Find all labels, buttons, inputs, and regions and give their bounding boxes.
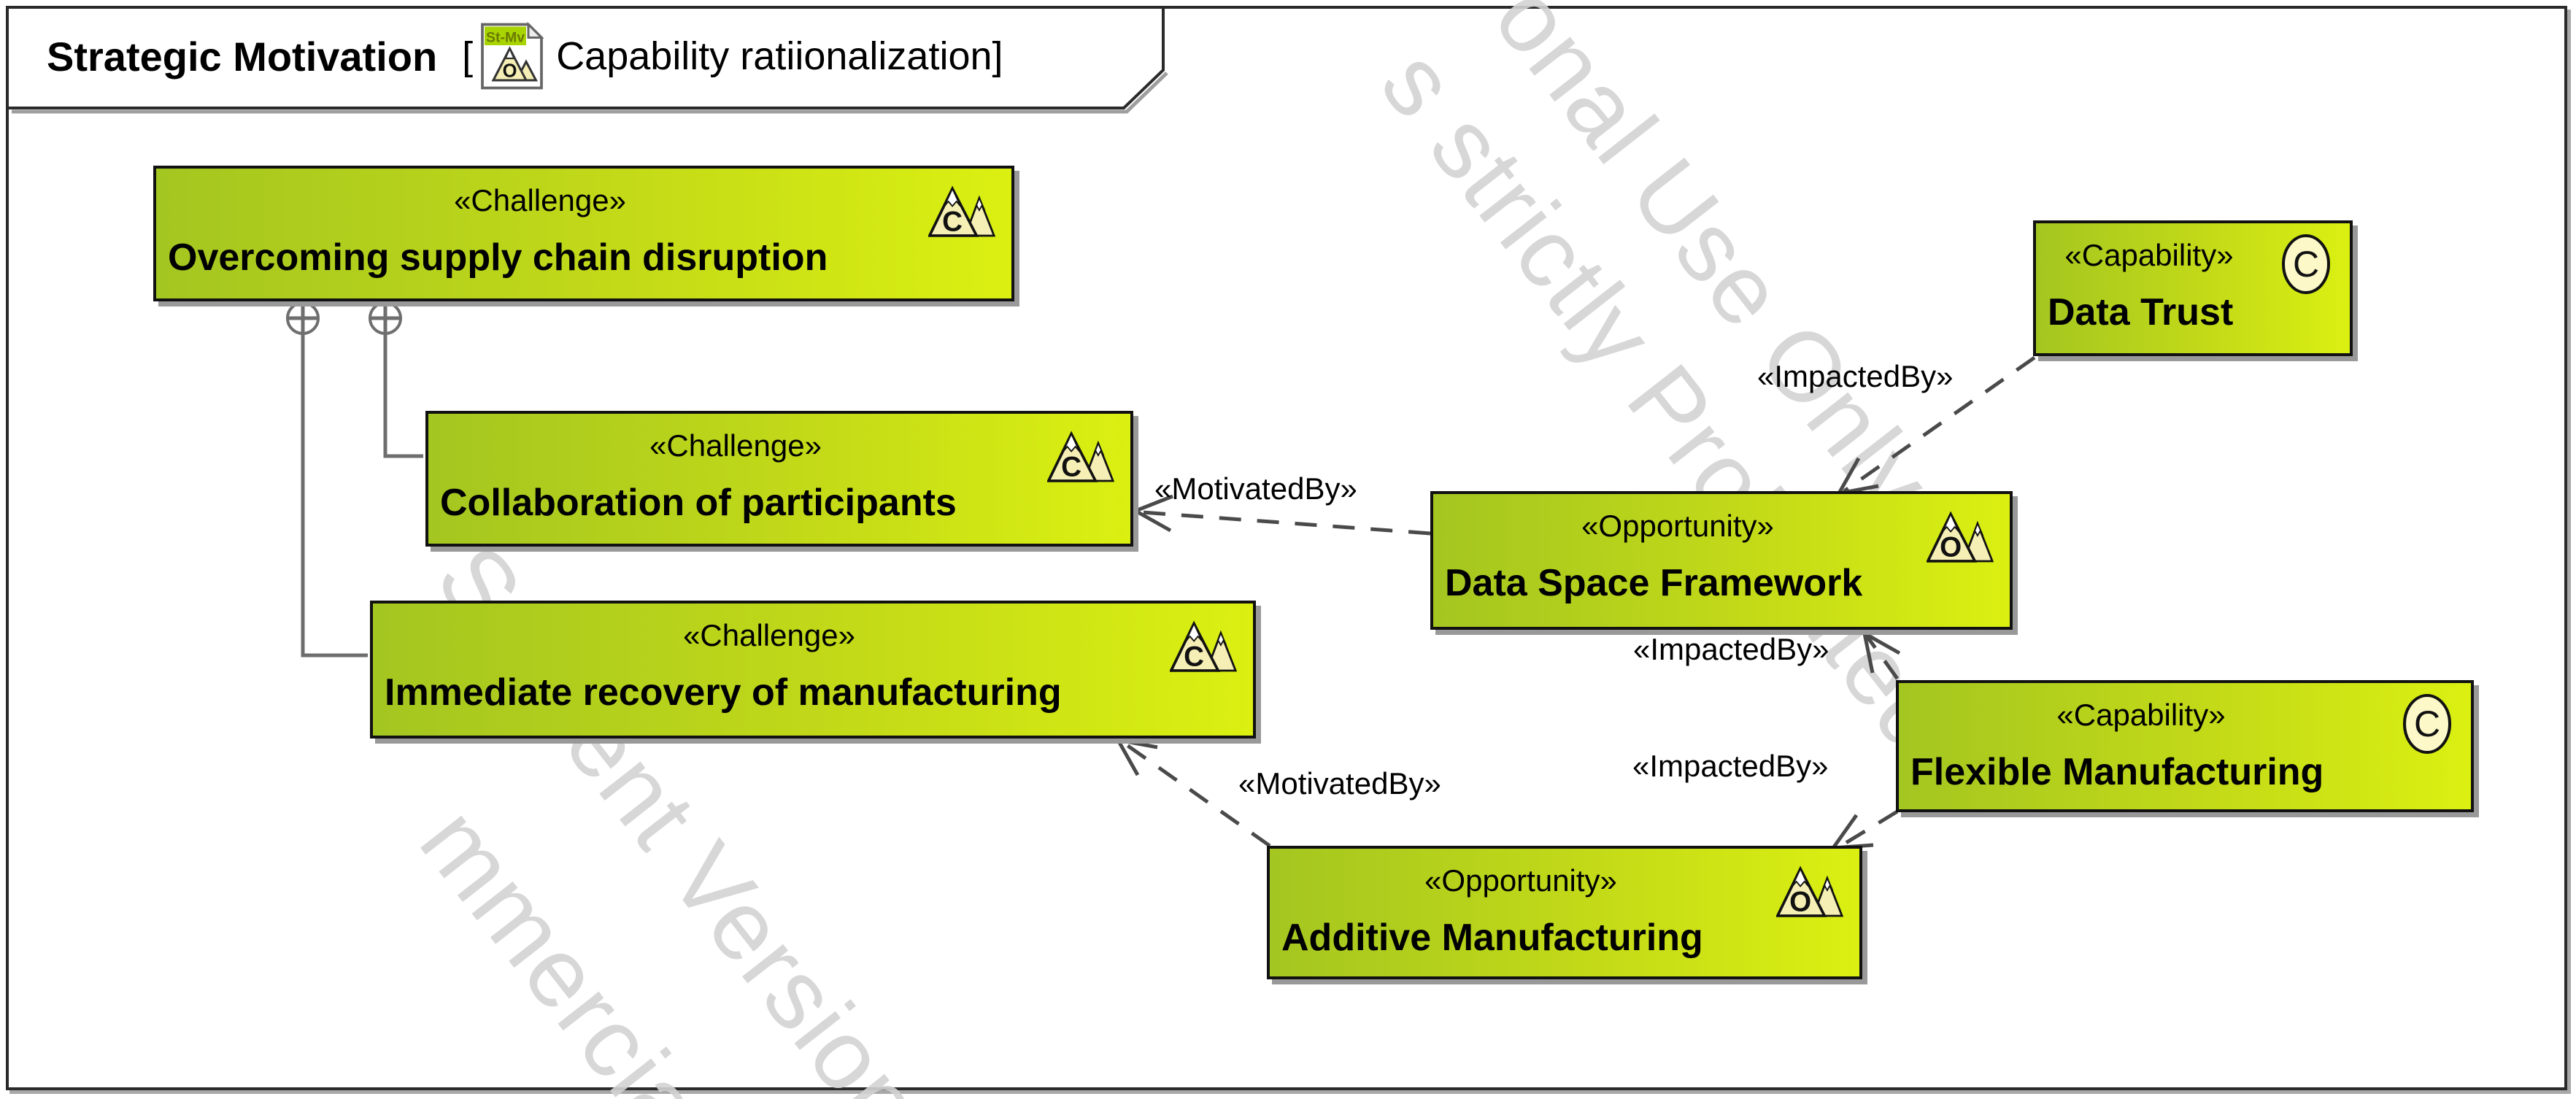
stereotype-label: «Challenge» [683,618,855,652]
stereotype-label: «Opportunity» [1581,509,1774,543]
containment-link-immediate[interactable] [286,301,368,658]
node-name: Data Space Framework [1445,562,1863,604]
node-name: Overcoming supply chain disruption [168,236,828,279]
node-name: Immediate recovery of manufacturing [385,671,1062,714]
containment-link-collaboration[interactable] [369,301,423,458]
node-capability-data-trust[interactable]: «Capability» Data Trust C [2033,220,2353,356]
svg-text:C: C [1061,452,1081,482]
title-tab-shape [6,6,1168,114]
node-opportunity-additive-manufacturing[interactable]: «Opportunity» Additive Manufacturing O [1267,846,1862,979]
node-opportunity-data-space-framework[interactable]: «Opportunity» Data Space Framework O [1430,491,2013,630]
node-challenge-collaboration-of-participants[interactable]: «Challenge» Collaboration of participant… [425,411,1133,547]
stereotype-label: «Challenge» [454,183,626,217]
stereotype-label: «Capability» [2064,238,2234,272]
edge-impactedby-flexible-additive[interactable] [1829,809,1899,850]
st-mv-diagram-icon: St-Mv O [481,22,544,90]
edge-motivatedby-additive-immediate[interactable] [1114,737,1271,848]
svg-text:O: O [503,61,517,82]
edge-label-impactedby: «ImpactedBy» [1757,359,1954,393]
capability-circle-icon: C [2403,694,2451,754]
svg-text:O: O [1789,887,1811,917]
node-challenge-overcoming-supply-chain-disruption[interactable]: «Challenge» Overcoming supply chain disr… [153,166,1014,301]
challenge-mountains-icon: C [1047,431,1114,482]
capability-circle-icon: C [2282,234,2330,294]
node-capability-flexible-manufacturing[interactable]: «Capability» Flexible Manufacturing C [1896,680,2474,812]
diagram-frame [6,6,2567,1090]
opportunity-mountains-icon: O [1776,865,1843,917]
challenge-mountains-icon: C [928,185,995,237]
stereotype-label: «Opportunity» [1424,863,1617,898]
node-name: Flexible Manufacturing [1910,751,2324,793]
svg-text:O: O [1940,532,1962,563]
svg-text:C: C [1184,641,1204,672]
svg-text:C: C [2293,244,2319,285]
challenge-mountains-icon: C [1170,620,1237,672]
edge-label-impactedby: «ImpactedBy» [1632,749,1829,783]
edge-label-motivatedby: «MotivatedBy» [1238,766,1441,801]
edge-impactedby-flexible-dsf[interactable] [1862,630,1901,680]
svg-text:St-Mv: St-Mv [486,30,525,46]
diagram-type-title: Strategic Motivation [47,33,438,80]
svg-text:C: C [942,207,963,237]
edge-label-motivatedby: «MotivatedBy» [1154,471,1357,506]
opportunity-mountains-icon: O [1927,511,1994,563]
open-bracket: [ [462,34,474,78]
svg-text:C: C [2414,703,2440,744]
node-name: Additive Manufacturing [1281,917,1703,959]
stereotype-label: «Challenge» [649,428,822,463]
node-challenge-immediate-recovery-of-manufacturing[interactable]: «Challenge» Immediate recovery of manufa… [370,601,1256,739]
node-name: Collaboration of participants [440,482,957,524]
edge-motivatedby-dsf-collaboration[interactable] [1131,494,1431,536]
edge-label-impactedby: «ImpactedBy» [1633,632,1829,666]
node-name: Data Trust [2048,291,2234,333]
stereotype-label: «Capability» [2056,698,2226,732]
diagram-name: Capability ratiionalization] [556,34,1003,78]
title-bar: Strategic Motivation [ St-Mv O Capabilit… [6,6,1173,107]
